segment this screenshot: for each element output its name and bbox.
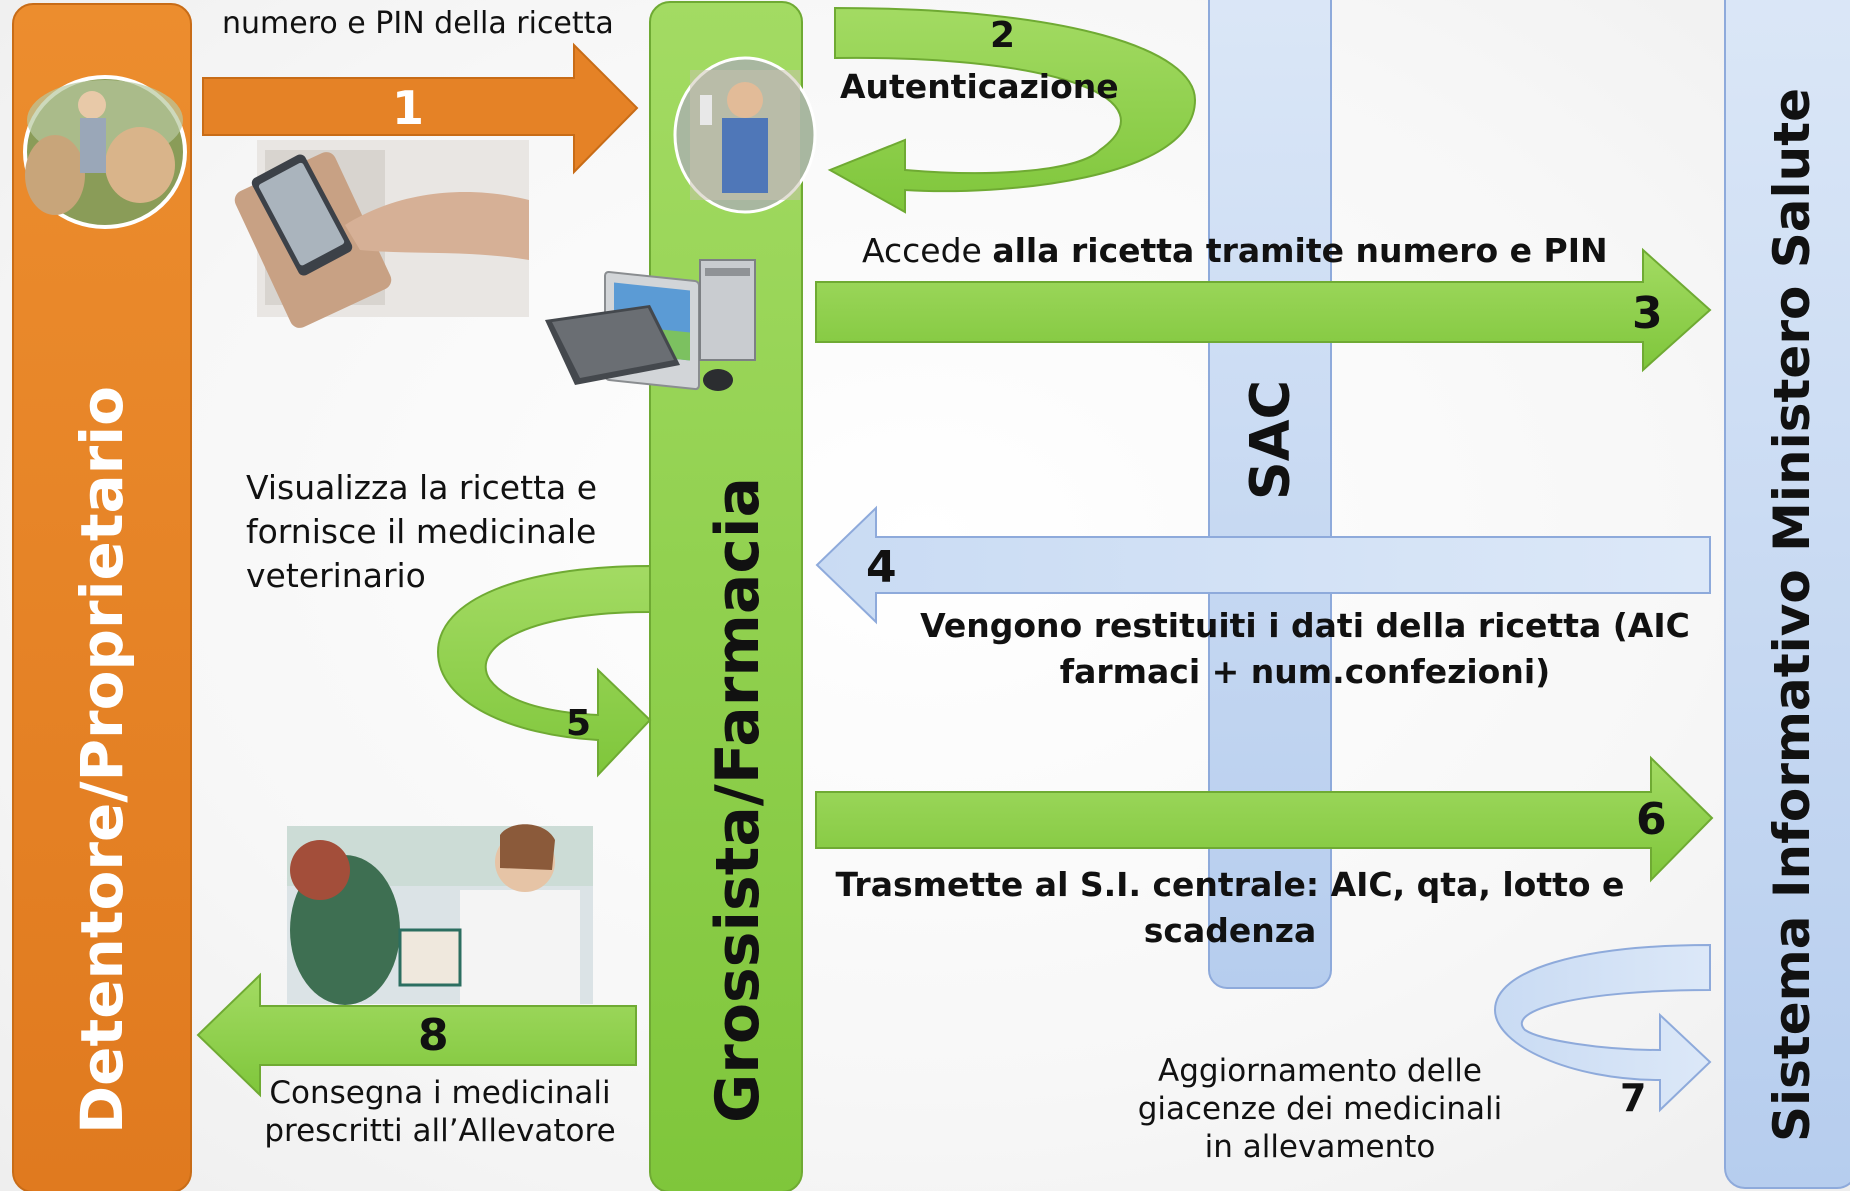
step-6-line-1: Trasmette al S.I. centrale: AIC, qta, lo…	[835, 865, 1625, 904]
step-4-text: Vengono restituiti i dati della ricetta …	[895, 603, 1715, 695]
step-1-text: numero e PIN della ricetta	[222, 6, 614, 41]
step-5-line-2: fornisce il medicinale	[246, 512, 597, 551]
step-4-line-2: farmaci + num.confezioni)	[1059, 652, 1551, 691]
arrow-7	[1493, 943, 1712, 1113]
arrow-2	[827, 6, 1197, 214]
step-8-line-2: prescritti all’Allevatore	[264, 1113, 616, 1149]
smartphone-photo	[234, 140, 529, 328]
step-2-text: Autenticazione	[840, 67, 1119, 106]
step-8-line-1: Consegna i medicinali	[269, 1075, 611, 1111]
computer-icon	[545, 259, 756, 391]
step-8-number: 8	[418, 1010, 449, 1061]
pharmacy-lane-title: Grossista/Farmacia	[703, 476, 773, 1124]
step-7-text: Aggiornamento delle giacenze dei medicin…	[1120, 1052, 1520, 1166]
holder-lane-title: Detentore/Proprietario	[68, 385, 136, 1135]
pharmacy-counter-photo	[287, 824, 593, 1005]
arrow-1	[202, 42, 639, 175]
step-7-line-3: in allevamento	[1204, 1129, 1436, 1165]
step-6-line-2: scadenza	[1143, 911, 1317, 950]
step-3-text: Accede alla ricetta tramite numero e PIN	[862, 228, 1608, 274]
farmer-photo	[23, 75, 187, 229]
step-7-line-1: Aggiornamento delle	[1158, 1053, 1482, 1089]
step-7-number: 7	[1620, 1076, 1647, 1120]
sac-lane	[1208, 0, 1332, 989]
ministry-lane	[1724, 0, 1850, 1189]
step-4-line-1: Vengono restituiti i dati della ricetta …	[920, 606, 1690, 645]
step-5-line-3: veterinario	[246, 556, 426, 595]
step-5-line-1: Visualizza la ricetta e	[246, 468, 597, 507]
step-5-number: 5	[566, 703, 592, 744]
pharmacist-photo	[673, 56, 817, 214]
ministry-lane-title: Sistema Informativo Ministero Salute	[1763, 87, 1821, 1143]
step-1-number: 1	[392, 81, 425, 135]
arrow-4	[815, 505, 1711, 625]
step-5-text: Visualizza la ricetta e fornisce il medi…	[246, 466, 597, 598]
step-7-line-2: giacenze dei medicinali	[1137, 1091, 1503, 1127]
step-2-number: 2	[990, 15, 1016, 56]
sac-lane-title: SAC	[1238, 379, 1302, 501]
step-8-text: Consegna i medicinali prescritti all’All…	[240, 1074, 640, 1150]
step-6-text: Trasmette al S.I. centrale: AIC, qta, lo…	[820, 862, 1640, 954]
arrow-3	[815, 247, 1712, 373]
step-3-number: 3	[1632, 288, 1663, 339]
step-3-text-plain: Accede	[862, 231, 993, 270]
step-4-number: 4	[866, 542, 897, 593]
arrow-6	[815, 755, 1714, 883]
step-6-number: 6	[1636, 794, 1667, 845]
holder-lane	[12, 3, 192, 1191]
arrow-8	[196, 972, 637, 1098]
step-3-text-bold: alla ricetta tramite numero e PIN	[992, 231, 1608, 270]
arrow-5	[436, 564, 652, 778]
